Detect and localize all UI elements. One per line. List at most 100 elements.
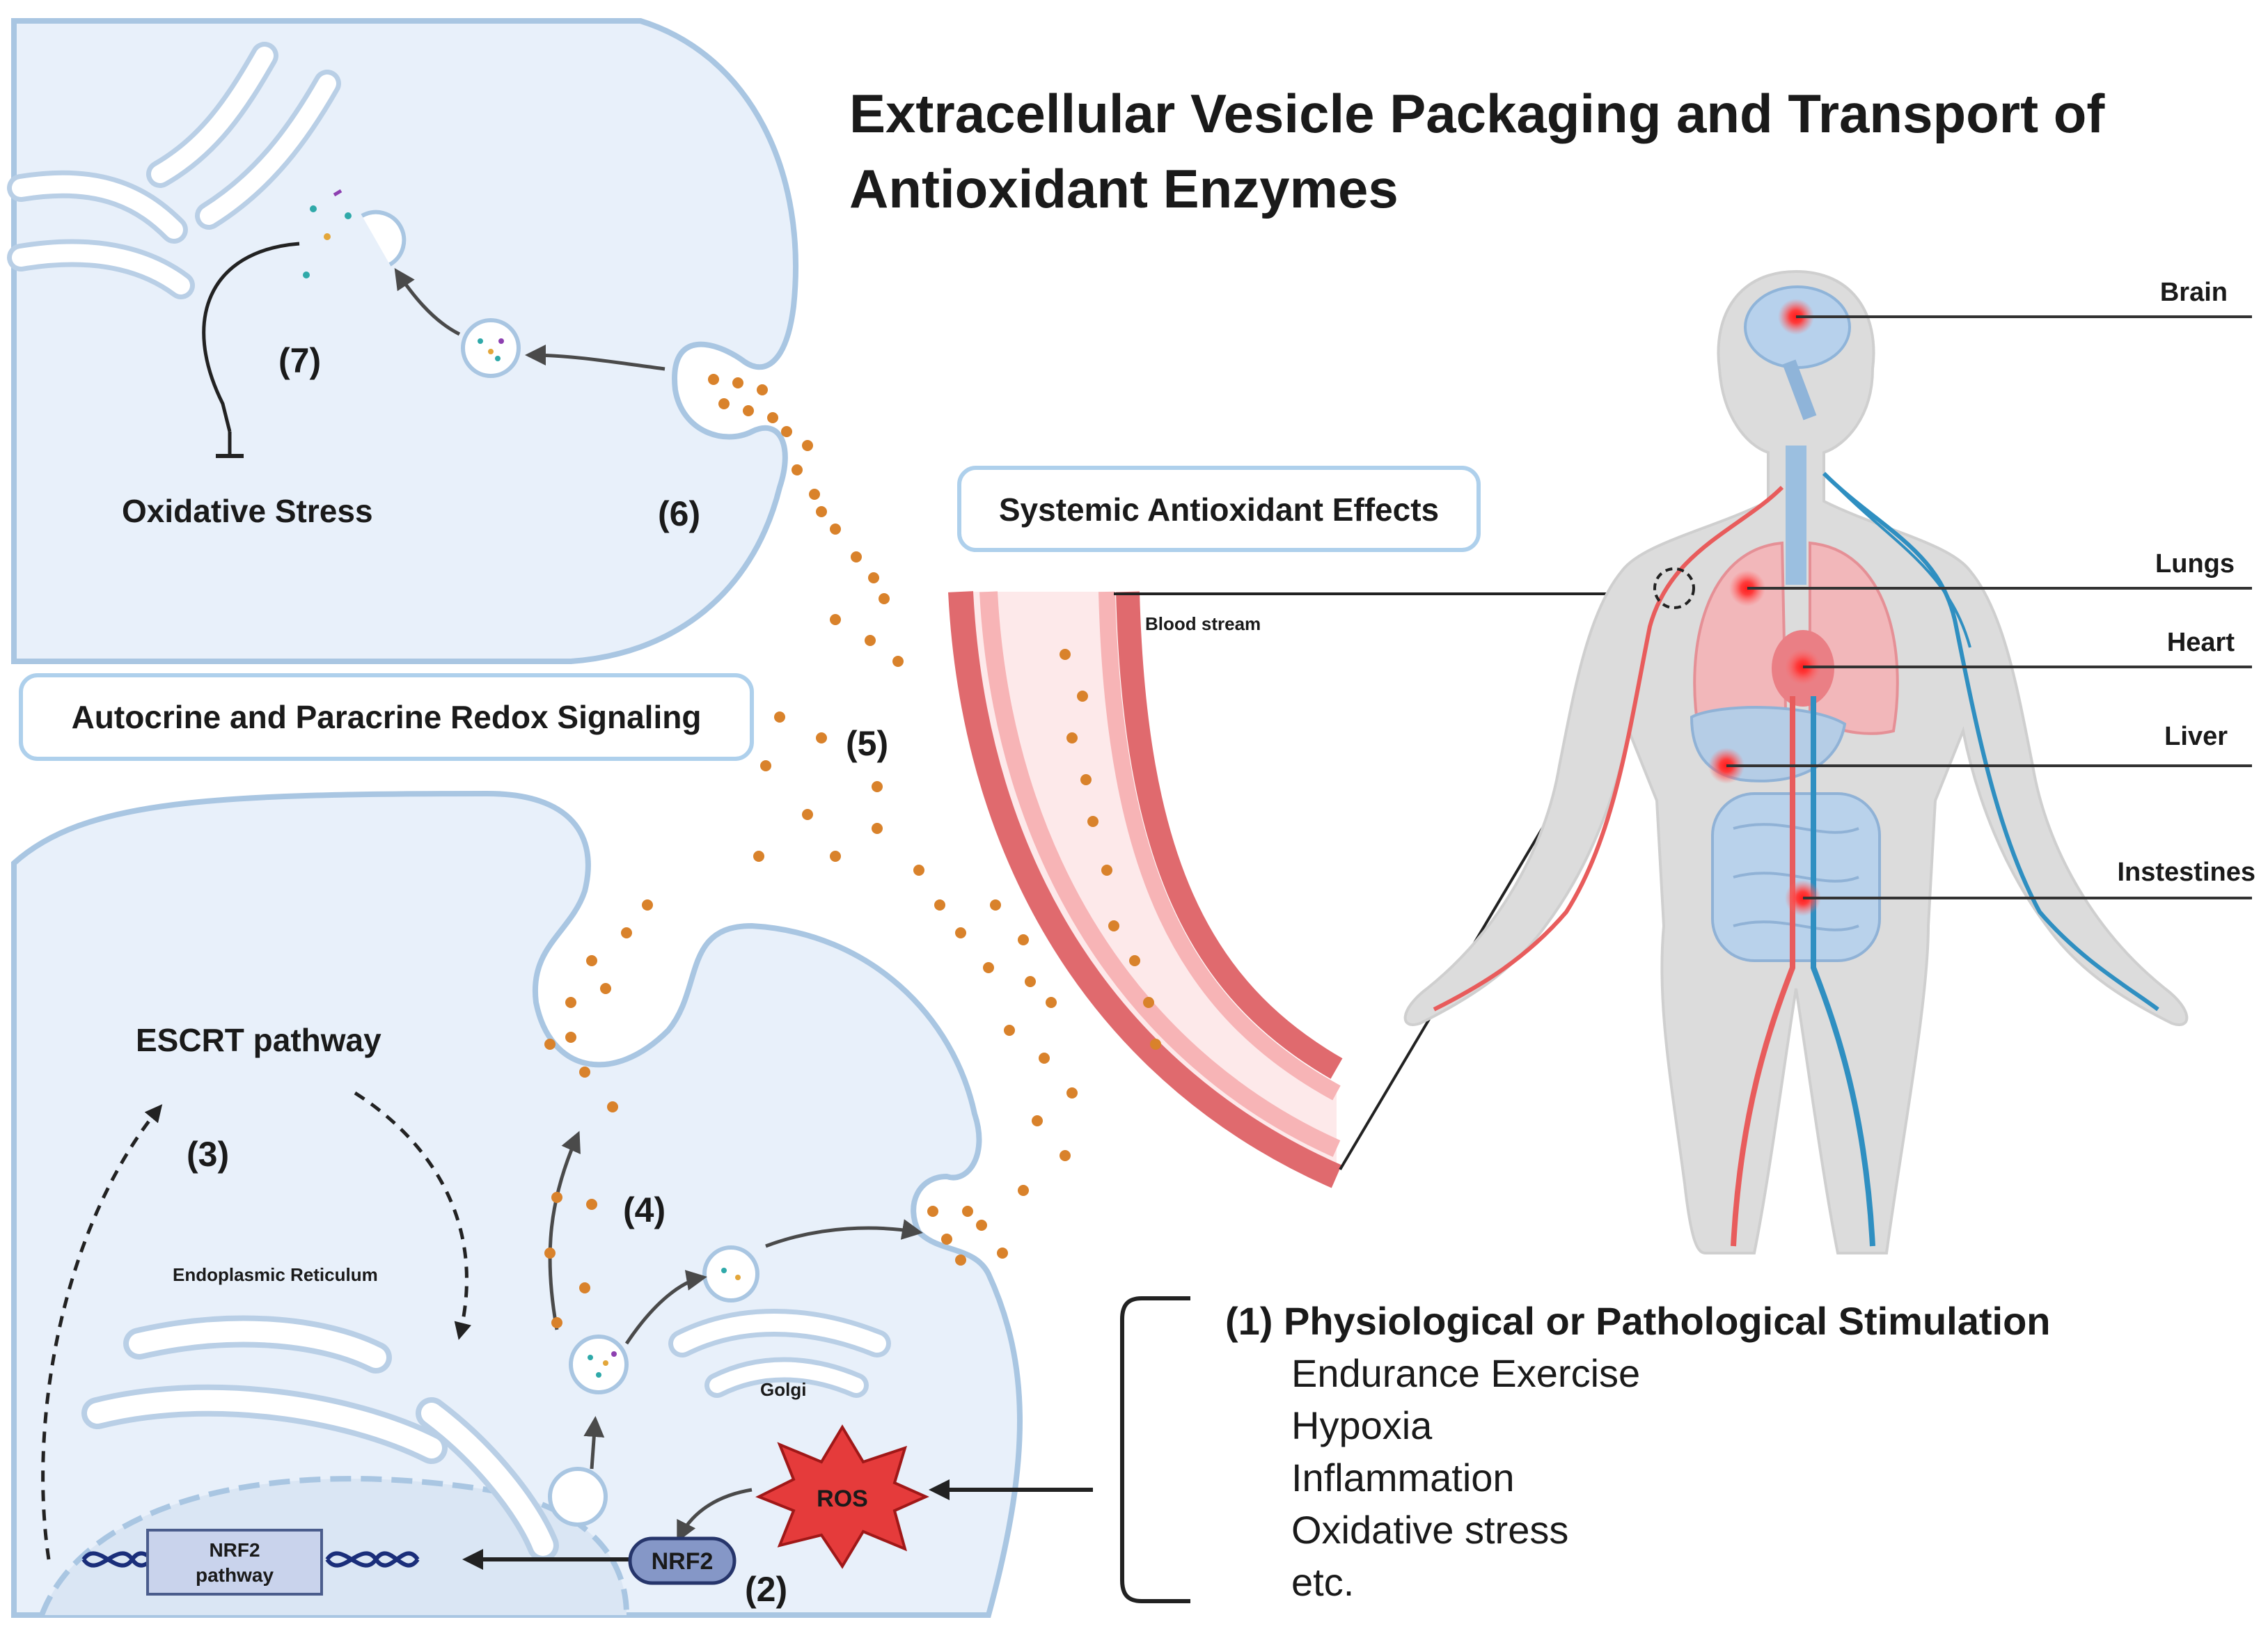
nrf2-badge: NRF2 <box>628 1536 737 1585</box>
vesicle-dot <box>1080 774 1092 785</box>
vesicle-dot <box>708 374 719 385</box>
vesicle-dot <box>1066 1087 1078 1099</box>
vesicle-dot <box>879 593 890 604</box>
golgi-label: Golgi <box>760 1379 806 1400</box>
vesicle-dot <box>802 440 813 451</box>
vesicle-dot <box>743 405 754 416</box>
vesicle-dot <box>976 1220 987 1231</box>
vesicle-dots <box>544 374 1161 1328</box>
vesicle-dot <box>1066 732 1078 743</box>
oxidative-stress-label: Oxidative Stress <box>122 493 373 529</box>
organ-markers: Brain Lungs Heart Liver Instestines <box>1708 278 2255 916</box>
vesicle-dot <box>983 962 994 973</box>
vesicle-dot <box>830 851 841 862</box>
stimulation-item: Hypoxia <box>1291 1403 1433 1447</box>
stimulation-heading: (1) Physiological or Pathological Stimul… <box>1225 1299 2051 1343</box>
vesicle-dot <box>586 955 597 966</box>
organ-label-liver: Liver <box>2164 722 2228 751</box>
nrf2-pathway-line2: pathway <box>196 1564 274 1586</box>
vesicle-dot <box>802 809 813 820</box>
vesicle-dot <box>1060 649 1071 660</box>
ros-label: ROS <box>817 1486 868 1512</box>
vesicle-dot <box>551 1192 562 1203</box>
vesicle-dot <box>1087 816 1098 827</box>
vesicle-dot <box>830 614 841 625</box>
stimulation-panel: (1) Physiological or Pathological Stimul… <box>1120 1296 2051 1604</box>
nrf2-label: NRF2 <box>652 1548 714 1575</box>
vesicle-dot <box>565 1032 576 1043</box>
vesicle-dot <box>565 997 576 1008</box>
vesicle-dot <box>607 1101 618 1112</box>
vesicle-dot <box>767 412 778 423</box>
vesicle-dot <box>997 1248 1008 1259</box>
vesicle-dot <box>830 524 841 535</box>
vesicle-dot <box>1032 1115 1043 1126</box>
vesicle-dot <box>913 865 924 876</box>
vesicle-dot <box>1129 955 1140 966</box>
vesicle-dot <box>1018 1185 1029 1196</box>
nrf2-pathway-box: NRF2 pathway <box>81 1529 420 1596</box>
vesicle-dot <box>600 983 611 994</box>
vesicle-dot <box>792 464 803 475</box>
vesicle-dot <box>621 927 632 938</box>
organ-label-brain: Brain <box>2160 278 2228 307</box>
vesicle-dot <box>544 1039 556 1050</box>
vesicle-dot <box>579 1282 590 1293</box>
vesicle-dot <box>990 899 1001 911</box>
stimulation-item: etc. <box>1291 1560 1354 1604</box>
vesicle-dot <box>1039 1053 1050 1064</box>
escrt-pathway-label: ESCRT pathway <box>136 1022 381 1058</box>
vesicle-dot <box>1101 865 1112 876</box>
vesicle-dot <box>1150 1039 1161 1050</box>
human-body <box>1403 269 2189 1254</box>
vesicle-dot <box>962 1206 973 1217</box>
er-label: Endoplasmic Reticulum <box>173 1264 378 1285</box>
vesicle-dot <box>781 426 792 437</box>
vesicle-dot <box>544 1248 556 1259</box>
step-2: (2) <box>745 1570 787 1609</box>
vesicle-dot <box>872 823 883 834</box>
organ-label-lungs: Lungs <box>2155 549 2235 579</box>
vesicle-dot <box>865 635 876 646</box>
vesicle-dot <box>1108 920 1119 931</box>
vesicle-dot <box>774 711 785 723</box>
vesicle-dot <box>872 781 883 792</box>
vesicle-dot <box>732 377 743 388</box>
vesicle-dot <box>1046 997 1057 1008</box>
blood-vessel: Blood stream <box>948 587 1686 1188</box>
organ-label-intestines: Instestines <box>2117 858 2255 887</box>
lower-cell <box>11 790 1093 1618</box>
step-3: (3) <box>187 1135 229 1174</box>
vesicle-dot <box>851 551 862 562</box>
vesicle-dot <box>753 851 764 862</box>
stimulation-item: Oxidative stress <box>1291 1508 1568 1552</box>
vesicle-dot <box>642 899 653 911</box>
vesicle-dot <box>927 1206 938 1217</box>
autocrine-label: Autocrine and Paracrine Redox Signaling <box>72 699 702 735</box>
stimulation-item: Endurance Exercise <box>1291 1351 1640 1395</box>
systemic-effects-label: Systemic Antioxidant Effects <box>999 491 1439 528</box>
vesicle-dot <box>1004 1025 1015 1036</box>
ros-burst: ROS <box>755 1424 929 1569</box>
vesicle-dot <box>1060 1150 1071 1161</box>
vesicle-dot <box>757 384 768 395</box>
vesicle-dot <box>551 1317 562 1328</box>
vesicle-dot <box>955 1254 966 1266</box>
stimulation-item: Inflammation <box>1291 1456 1515 1500</box>
step-7: (7) <box>278 341 321 380</box>
vesicle-dot <box>1077 691 1088 702</box>
vesicle-dot <box>586 1199 597 1210</box>
step-5: (5) <box>846 724 888 763</box>
vesicle-dot <box>955 927 966 938</box>
vesicle-dot <box>816 506 827 517</box>
vesicle-dot <box>1018 934 1029 945</box>
title-line-2: Antioxidant Enzymes <box>849 158 1399 219</box>
vesicle-dot <box>934 899 945 911</box>
vesicle-dot <box>1143 997 1154 1008</box>
nrf2-pathway-line1: NRF2 <box>209 1539 260 1561</box>
step-6: (6) <box>658 494 700 533</box>
vesicle-dot <box>816 732 827 743</box>
vesicle-dot <box>1025 976 1036 987</box>
step-4: (4) <box>623 1190 666 1229</box>
